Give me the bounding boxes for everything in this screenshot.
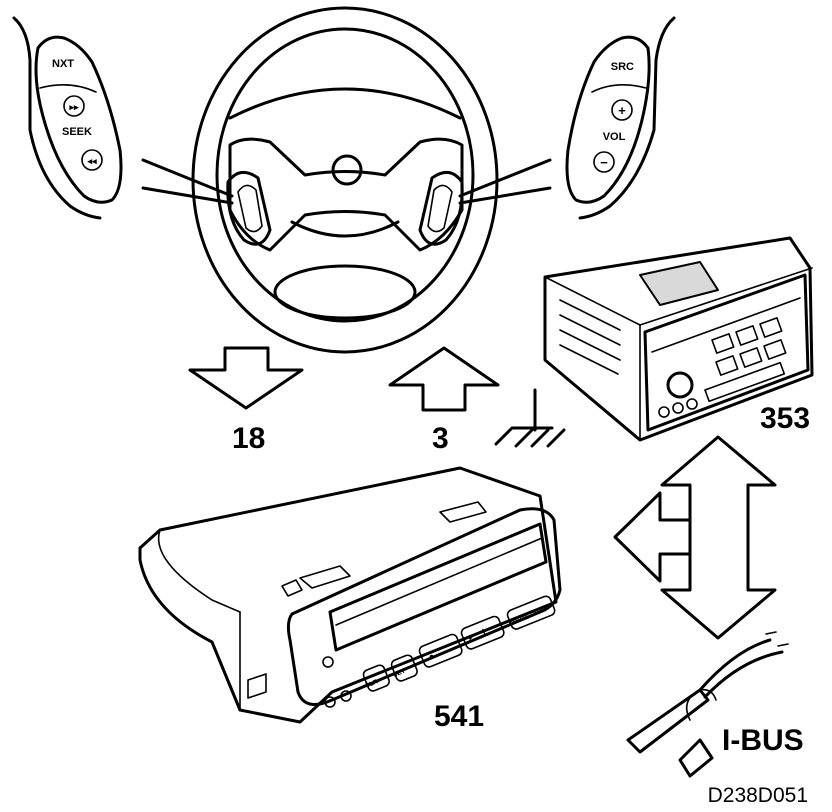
- pointer-right: [458, 158, 552, 205]
- wheel-right-pod: [418, 170, 464, 246]
- plus-button-sign: +: [479, 625, 489, 639]
- wheel-bottom-pad: [273, 264, 417, 320]
- right-switch-divider: [591, 84, 647, 93]
- radio-small-button-1: [658, 406, 670, 418]
- display-unit-top-edge: [157, 529, 241, 613]
- bus-cable: I-BUS: [626, 631, 804, 778]
- arrow-up-icon: [388, 346, 500, 412]
- route-arr-button: [506, 595, 556, 630]
- display-unit-number: 541: [434, 700, 484, 733]
- wheel-left-pod: [226, 170, 272, 246]
- cable-end: [678, 738, 714, 778]
- left-switch-body: [34, 35, 123, 204]
- seek-label: SEEK: [62, 126, 92, 138]
- play-icon: ▸: [466, 631, 475, 643]
- wheel-left-pod-buttons: [237, 184, 263, 233]
- display-unit-bezel: [286, 507, 562, 706]
- cable-wire-1: [698, 638, 772, 692]
- right-switch-detail: SRC + VOL −: [565, 16, 676, 220]
- clr-button-label: CLR: [364, 678, 379, 690]
- radio-small-button-3: [686, 398, 698, 410]
- left-switch-divider: [39, 84, 97, 93]
- radio-button-4: [715, 355, 739, 376]
- steering-wheel: [141, 6, 552, 354]
- pointer-left: [141, 158, 234, 205]
- bus-arrows: [613, 435, 777, 640]
- display-unit-connector: [247, 673, 267, 699]
- volume-down-button: [593, 151, 615, 173]
- minus-button-label: ●: [427, 651, 436, 662]
- display-unit-vent-2: [439, 501, 487, 523]
- display-small-button-2: [324, 696, 336, 708]
- cable-wire-tips: [765, 631, 789, 647]
- radio-chassis: [543, 236, 814, 442]
- cable-twist: [685, 688, 717, 721]
- radio-unit: 353: [543, 236, 814, 442]
- signal-arrows: 18 3: [188, 346, 566, 455]
- radio-button-1: [711, 333, 735, 354]
- left-switch-back: [12, 16, 102, 220]
- display-unit-vent-1: [299, 565, 351, 589]
- vol-label: VOL: [603, 131, 626, 143]
- ibus-label: I-BUS: [722, 724, 804, 757]
- seek-back-button: [81, 149, 103, 171]
- display-unit: CLR SET ● – ▸ + ROUTE ARR 541: [138, 466, 562, 733]
- rewind-icon: ◂◂: [86, 156, 97, 166]
- cable-wire-2: [703, 650, 784, 699]
- wheel-rim-outer: [191, 6, 499, 354]
- arrow-output-number: 18: [232, 422, 265, 455]
- wheel-emblem: [331, 154, 363, 186]
- arrow-down-icon: [188, 346, 304, 410]
- display-small-button-1: [322, 656, 334, 668]
- wheel-lower-spoke: [290, 220, 400, 238]
- arrow-input-number: 3: [432, 422, 449, 455]
- src-label: SRC: [611, 61, 634, 73]
- cable-sheath: [626, 688, 710, 754]
- figure-id: D238D051: [708, 784, 808, 807]
- display-window: [328, 522, 548, 652]
- display-window-line: [335, 537, 543, 626]
- radio-front-panel: [643, 273, 810, 432]
- bidirectional-arrow-icon: [660, 435, 777, 640]
- minus-button: [418, 633, 463, 668]
- plus-icon: +: [618, 103, 626, 118]
- radio-number: 353: [760, 402, 810, 435]
- arrow-left-icon: [613, 491, 692, 583]
- ground-icon: [494, 388, 566, 448]
- plus-button: [460, 615, 505, 650]
- radio-button-3: [759, 317, 783, 338]
- wheel-hub: [228, 137, 464, 252]
- left-switch-detail: NXT ▸▸ SEEK ◂◂: [12, 16, 123, 220]
- seek-forward-button: [63, 95, 85, 117]
- right-switch-back: [578, 16, 676, 220]
- display-small-button-3: [340, 690, 352, 702]
- set-button-label: SET: [392, 668, 406, 679]
- radio-button-2: [735, 325, 759, 346]
- fast-forward-icon: ▸▸: [68, 102, 79, 112]
- nxt-label: NXT: [52, 58, 74, 70]
- wheel-top-curve: [228, 87, 462, 120]
- radio-button-6: [763, 339, 787, 360]
- volume-up-button: [611, 99, 633, 121]
- radio-cd-slot: [651, 297, 801, 353]
- wheel-right-pod-buttons: [427, 184, 453, 233]
- radio-small-button-2: [672, 402, 684, 414]
- set-button: [390, 654, 418, 682]
- arr-button-label: ARR: [533, 607, 548, 618]
- right-switch-body: [565, 35, 651, 204]
- minus-icon: −: [600, 155, 608, 170]
- radio-top-label: [639, 261, 719, 306]
- radio-preset-strip: [704, 361, 786, 403]
- radio-volume-knob: [666, 371, 694, 399]
- radio-button-5: [739, 347, 763, 368]
- minus-button-sign: –: [440, 645, 450, 658]
- display-unit-housing: [138, 466, 558, 724]
- wheel-rim-inner: [215, 27, 475, 323]
- clr-button: [362, 664, 390, 692]
- radio-side-vents: [559, 299, 621, 375]
- display-unit-clip: [281, 579, 303, 597]
